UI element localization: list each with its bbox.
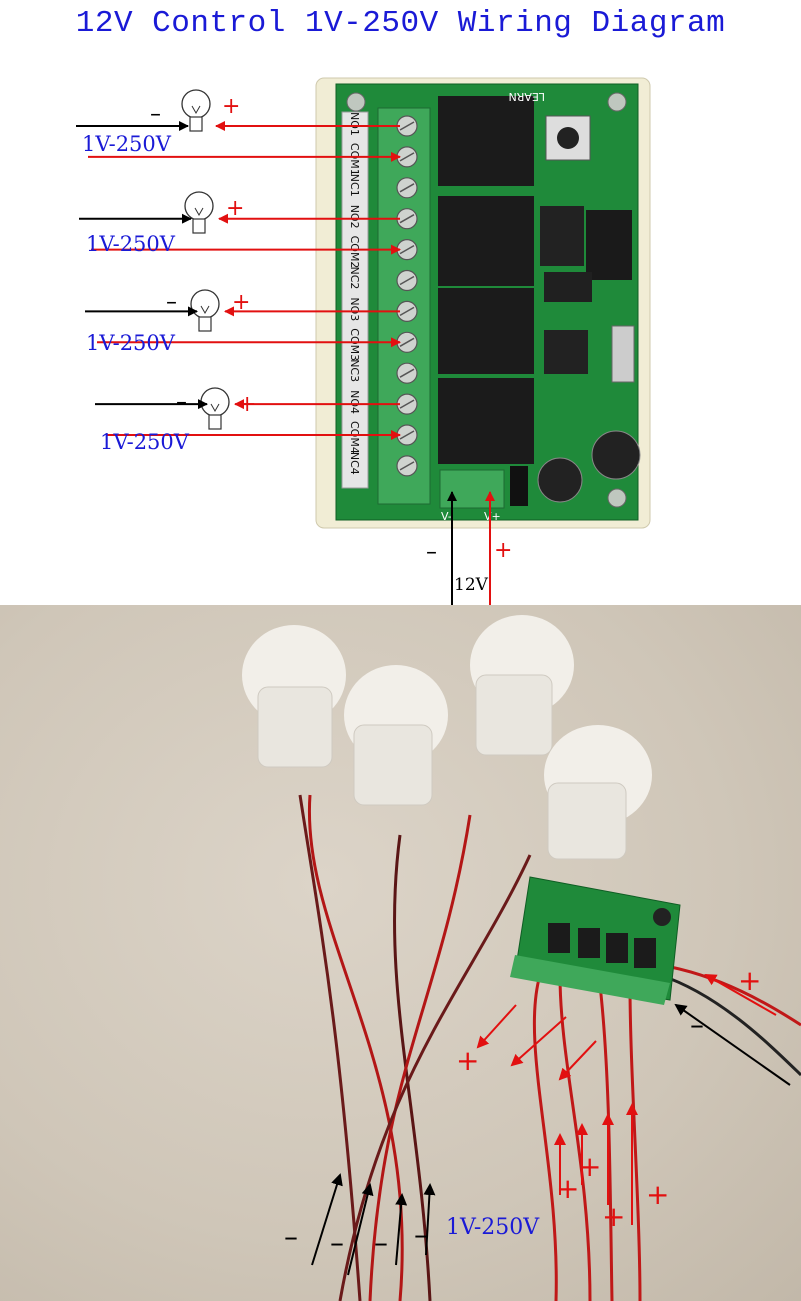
v-plus-label: V+ <box>484 510 501 523</box>
screw-slot <box>399 368 415 378</box>
photo-plus-1: + <box>738 964 762 997</box>
terminal-label: COM4 <box>348 421 361 454</box>
terminal-label: NC2 <box>348 267 361 290</box>
photo-plus-5: + <box>602 1200 626 1233</box>
wiring-diagram: LEARN V- V+ NO1COM1NC1NO2COM2NC2NO3COM3N… <box>76 77 651 605</box>
screw-slot <box>399 152 415 162</box>
relay-board: LEARN V- V+ <box>315 77 651 529</box>
load-minus-3: – <box>166 290 177 315</box>
photo-plus-2: + <box>456 1044 480 1077</box>
photo-board <box>510 876 681 1005</box>
power-minus-sign: – <box>426 540 437 565</box>
terminal-label: COM2 <box>348 236 361 269</box>
load-voltage-2: 1V-250V <box>86 232 175 256</box>
terminal-label: COM3 <box>348 328 361 361</box>
diagram-title: 12V Control 1V-250V Wiring Diagram <box>75 6 726 41</box>
bulbs <box>181 89 230 430</box>
load-plus-3: + <box>232 290 251 315</box>
terminal-label: NC1 <box>348 174 361 197</box>
learn-label: LEARN <box>509 90 545 103</box>
load-voltage-3: 1V-250V <box>86 331 175 355</box>
power-plus-sign: + <box>494 538 513 563</box>
screw-slot <box>399 430 415 440</box>
screw-slot <box>399 214 415 224</box>
photo-bulbs <box>242 615 652 860</box>
terminal-label: NO2 <box>348 205 361 229</box>
screw-slot <box>399 399 415 409</box>
screw-slot <box>399 244 415 255</box>
screw-slot <box>399 306 415 317</box>
terminal-label: COM1 <box>348 143 361 176</box>
photo-plus-6: + <box>646 1178 670 1211</box>
photo-minus-5: – <box>414 1218 428 1251</box>
bulb-icon <box>181 89 211 132</box>
terminal-label: NO4 <box>348 390 361 414</box>
load-voltage-4: 1V-250V <box>100 430 189 454</box>
terminal-label: NO1 <box>348 112 361 136</box>
screw-slot <box>399 337 415 347</box>
terminal-label: NC3 <box>348 359 361 382</box>
screw-slot <box>399 121 415 131</box>
v-minus-label: V- <box>441 510 452 523</box>
photo-minus-1: – <box>690 1008 704 1041</box>
load-plus-2: + <box>226 196 245 221</box>
photo-minus-4: – <box>374 1226 388 1259</box>
terminal-label: NO3 <box>348 297 361 321</box>
terminal-label: NC4 <box>348 452 361 475</box>
terminal-screws <box>396 115 418 477</box>
load-plus-1: + <box>222 94 241 119</box>
bulb-icon <box>184 191 214 234</box>
photo-voltage-label: 1V-250V <box>446 1215 540 1240</box>
screw-slot <box>399 183 415 193</box>
power-voltage-label: 12V <box>454 575 488 595</box>
photo-minus-3: – <box>330 1226 344 1259</box>
load-minus-1: – <box>150 102 161 127</box>
screw-slot <box>399 275 415 286</box>
wires <box>76 121 401 440</box>
photo-arrows <box>311 974 791 1276</box>
wiring-photo: 1V-250V + – + + + + + – – – – <box>0 605 801 1301</box>
bulb-icon <box>190 289 220 332</box>
load-voltage-1: 1V-250V <box>82 132 171 156</box>
photo-plus-3: + <box>556 1172 580 1205</box>
load-plus-4: + <box>238 392 257 417</box>
load-minus-4: – <box>176 390 187 415</box>
photo-minus-2: – <box>284 1220 298 1253</box>
photo-plus-4: + <box>578 1150 602 1183</box>
bulb-icon <box>200 387 230 430</box>
screw-slot <box>399 461 415 471</box>
